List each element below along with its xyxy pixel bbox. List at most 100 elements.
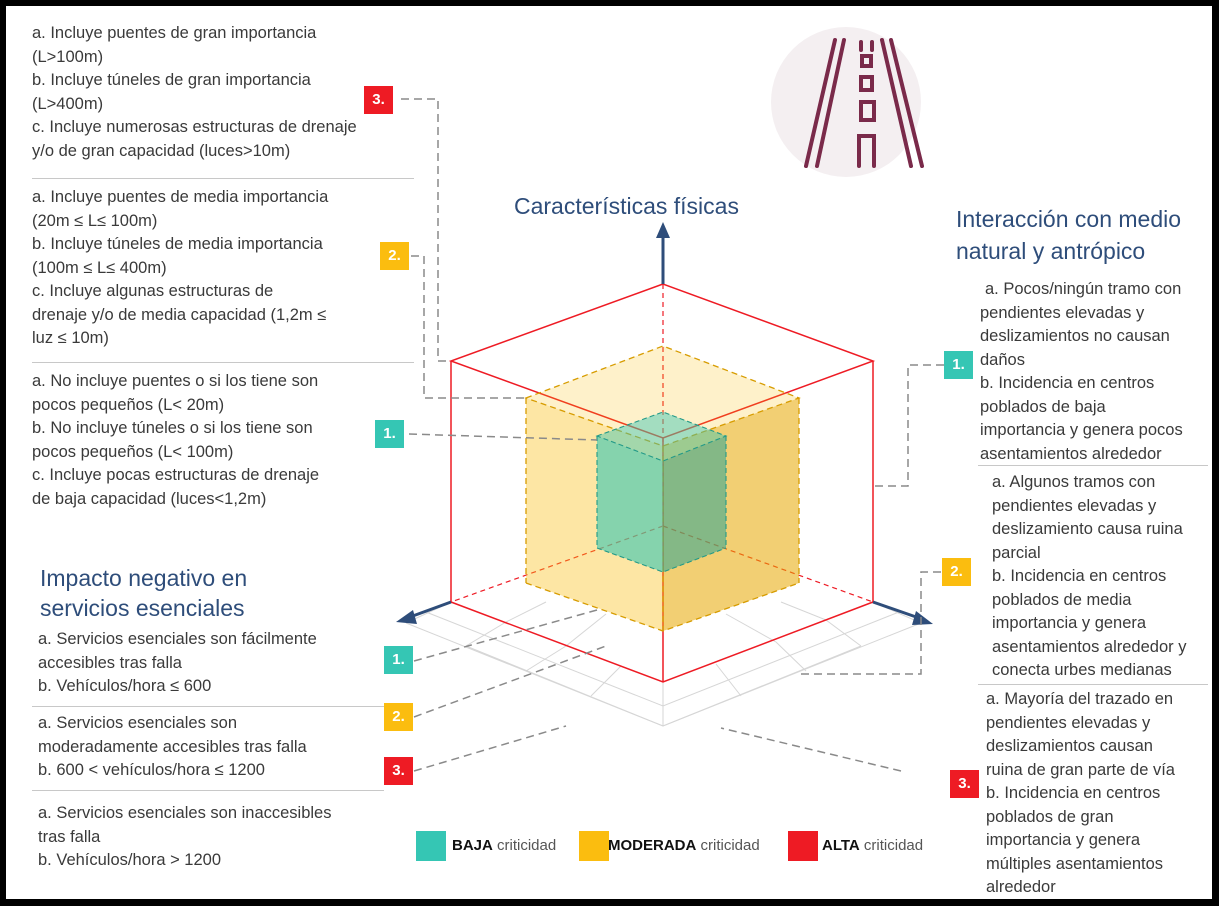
heading-natural-line: natural y antrópico xyxy=(956,238,1146,264)
physical-level1-line: pocos pequeños (L< 20m) xyxy=(32,395,225,414)
heading-natural: Interacción con medio natural y antrópic… xyxy=(956,203,1181,267)
divider xyxy=(32,362,414,363)
physical-level1-line: pocos pequeños (L< 100m) xyxy=(32,442,234,461)
physical-level1-text: a. No incluye puentes o si los tiene son… xyxy=(32,370,319,511)
heading-natural-line: Interacción con medio xyxy=(956,206,1182,232)
natural-level1-line: pendientes elevadas y xyxy=(980,303,1145,322)
natural-level2-line: a. Algunos tramos con xyxy=(992,473,1156,491)
badge-baja: 1. xyxy=(375,420,404,448)
badge-moderada: 2. xyxy=(942,558,971,586)
legend-strong: BAJA xyxy=(452,837,493,854)
badge-moderada: 2. xyxy=(380,242,409,270)
natural-level3-line: deslizamientos causan xyxy=(986,737,1153,755)
physical-level2-line: a. Incluye puentes de media importancia xyxy=(32,188,329,206)
impact-level3-line: b. Vehículos/hora > 1200 xyxy=(38,851,222,869)
divider xyxy=(978,684,1208,685)
divider xyxy=(978,465,1208,466)
natural-level1-line: importancia y genera pocos xyxy=(980,421,1183,439)
natural-level3-line: pendientes elevadas y xyxy=(986,713,1151,732)
natural-level3-text: a. Mayoría del trazado en pendientes ele… xyxy=(986,688,1175,899)
divider xyxy=(32,790,384,791)
impact-level3-line: tras falla xyxy=(38,827,101,846)
impact-level1-text: a. Servicios esenciales son fácilmente a… xyxy=(38,628,317,699)
legend-swatch-baja xyxy=(416,831,446,861)
heading-physical: Características físicas xyxy=(514,193,739,219)
badge-moderada: 2. xyxy=(384,703,413,731)
physical-level1-line: de baja capacidad (luces<1,2m) xyxy=(32,489,267,508)
impact-level1-line: accesibles tras falla xyxy=(38,653,182,672)
badge-baja: 1. xyxy=(384,646,413,674)
natural-level3-line: a. Mayoría del trazado en xyxy=(986,690,1174,708)
physical-level3-line: (L>400m) xyxy=(32,94,104,113)
physical-level2-line: c. Incluye algunas estructuras de xyxy=(32,282,274,300)
badge-baja: 1. xyxy=(944,351,973,379)
natural-level1-line: a. Pocos/ningún tramo con xyxy=(985,280,1182,298)
natural-level2-line: b. Incidencia en centros xyxy=(992,567,1167,585)
legend-label-baja: BAJA criticidad xyxy=(452,831,556,861)
legend-rest: criticidad xyxy=(696,837,760,854)
physical-level3-line: y/o de gran capacidad (luces>10m) xyxy=(32,141,291,160)
natural-level3-line: b. Incidencia en centros xyxy=(986,784,1161,802)
physical-level2-line: (100m ≤ L≤ 400m) xyxy=(32,258,167,277)
badge-alta: 3. xyxy=(384,757,413,785)
natural-level2-text: a. Algunos tramos con pendientes elevada… xyxy=(992,471,1186,683)
axes xyxy=(396,222,933,625)
impact-level3-line: a. Servicios esenciales son inaccesibles xyxy=(38,804,332,822)
legend-swatch-alta xyxy=(788,831,818,861)
physical-level2-text: a. Incluye puentes de media importancia … xyxy=(32,186,328,351)
natural-level3-line: poblados de gran xyxy=(986,807,1114,826)
criticality-diagram: a. Incluye puentes de gran importancia (… xyxy=(6,6,1212,899)
physical-level2-line: b. Incluye túneles de media importancia xyxy=(32,235,323,253)
badge-alta: 3. xyxy=(950,770,979,798)
physical-level2-line: luz ≤ 10m) xyxy=(32,329,109,347)
impact-level2-text: a. Servicios esenciales son moderadament… xyxy=(38,712,307,783)
natural-level1-line: asentamientos alrededor xyxy=(980,444,1162,463)
impact-level1-line: a. Servicios esenciales son fácilmente xyxy=(38,630,317,648)
natural-level1-line: poblados de baja xyxy=(980,397,1106,416)
impact-level1-line: b. Vehículos/hora ≤ 600 xyxy=(38,677,212,695)
physical-level3-text: a. Incluye puentes de gran importancia (… xyxy=(32,22,357,163)
natural-level2-line: pendientes elevadas y xyxy=(992,496,1157,515)
legend-label-alta: ALTA criticidad xyxy=(822,831,923,861)
natural-level3-line: importancia y genera xyxy=(986,831,1141,849)
heading-impact: Impacto negativo en servicios esenciales xyxy=(40,563,247,623)
natural-level2-line: parcial xyxy=(992,543,1041,562)
impact-level2-line: a. Servicios esenciales son xyxy=(38,714,238,732)
physical-level2-line: drenaje y/o de media capacidad (1,2m ≤ xyxy=(32,305,327,324)
legend-strong: ALTA xyxy=(822,837,860,854)
natural-level1-line: deslizamientos no causan xyxy=(980,327,1170,345)
physical-level3-line: a. Incluye puentes de gran importancia xyxy=(32,24,317,42)
baja-cube xyxy=(595,411,728,573)
legend-swatch-moderada xyxy=(579,831,609,861)
leader-lines xyxy=(401,98,944,772)
natural-level2-line: deslizamiento causa ruina xyxy=(992,520,1183,538)
physical-level3-line: c. Incluye numerosas estructuras de dren… xyxy=(32,118,357,136)
physical-level1-line: a. No incluye puentes o si los tiene son xyxy=(32,372,319,390)
natural-level1-text: a. Pocos/ningún tramo con pendientes ele… xyxy=(980,278,1183,466)
physical-level3-line: (L>100m) xyxy=(32,47,104,66)
heading-impact-line: servicios esenciales xyxy=(40,595,245,621)
natural-level3-line: múltiples asentamientos xyxy=(986,854,1164,873)
legend-rest: criticidad xyxy=(492,837,557,854)
physical-level2-line: (20m ≤ L≤ 100m) xyxy=(32,211,158,230)
legend-label-moderada: MODERADA criticidad xyxy=(608,831,760,861)
natural-level2-line: conecta urbes medianas xyxy=(992,661,1172,679)
impact-level2-line: b. 600 < vehículos/hora ≤ 1200 xyxy=(38,761,265,779)
cube-diagram xyxy=(396,27,944,772)
legend-rest: criticidad xyxy=(859,837,924,854)
legend-strong: MODERADA xyxy=(608,837,697,854)
natural-level2-line: poblados de media xyxy=(992,590,1132,609)
natural-level2-line: asentamientos alrededor y xyxy=(992,637,1187,656)
natural-level2-line: importancia y genera xyxy=(992,614,1147,632)
impact-level3-text: a. Servicios esenciales son inaccesibles… xyxy=(38,802,331,873)
road-icon xyxy=(771,27,924,177)
natural-level3-line: ruina de gran parte de vía xyxy=(986,760,1175,779)
natural-level3-line: alrededor xyxy=(986,878,1056,896)
physical-level1-line: c. Incluye pocas estructuras de drenaje xyxy=(32,466,320,484)
badge-alta: 3. xyxy=(364,86,393,114)
heading-impact-line: Impacto negativo en xyxy=(40,565,248,591)
impact-level2-line: moderadamente accesibles tras falla xyxy=(38,737,307,756)
natural-level1-line: daños xyxy=(980,350,1025,369)
divider xyxy=(32,178,414,179)
divider xyxy=(32,706,384,707)
